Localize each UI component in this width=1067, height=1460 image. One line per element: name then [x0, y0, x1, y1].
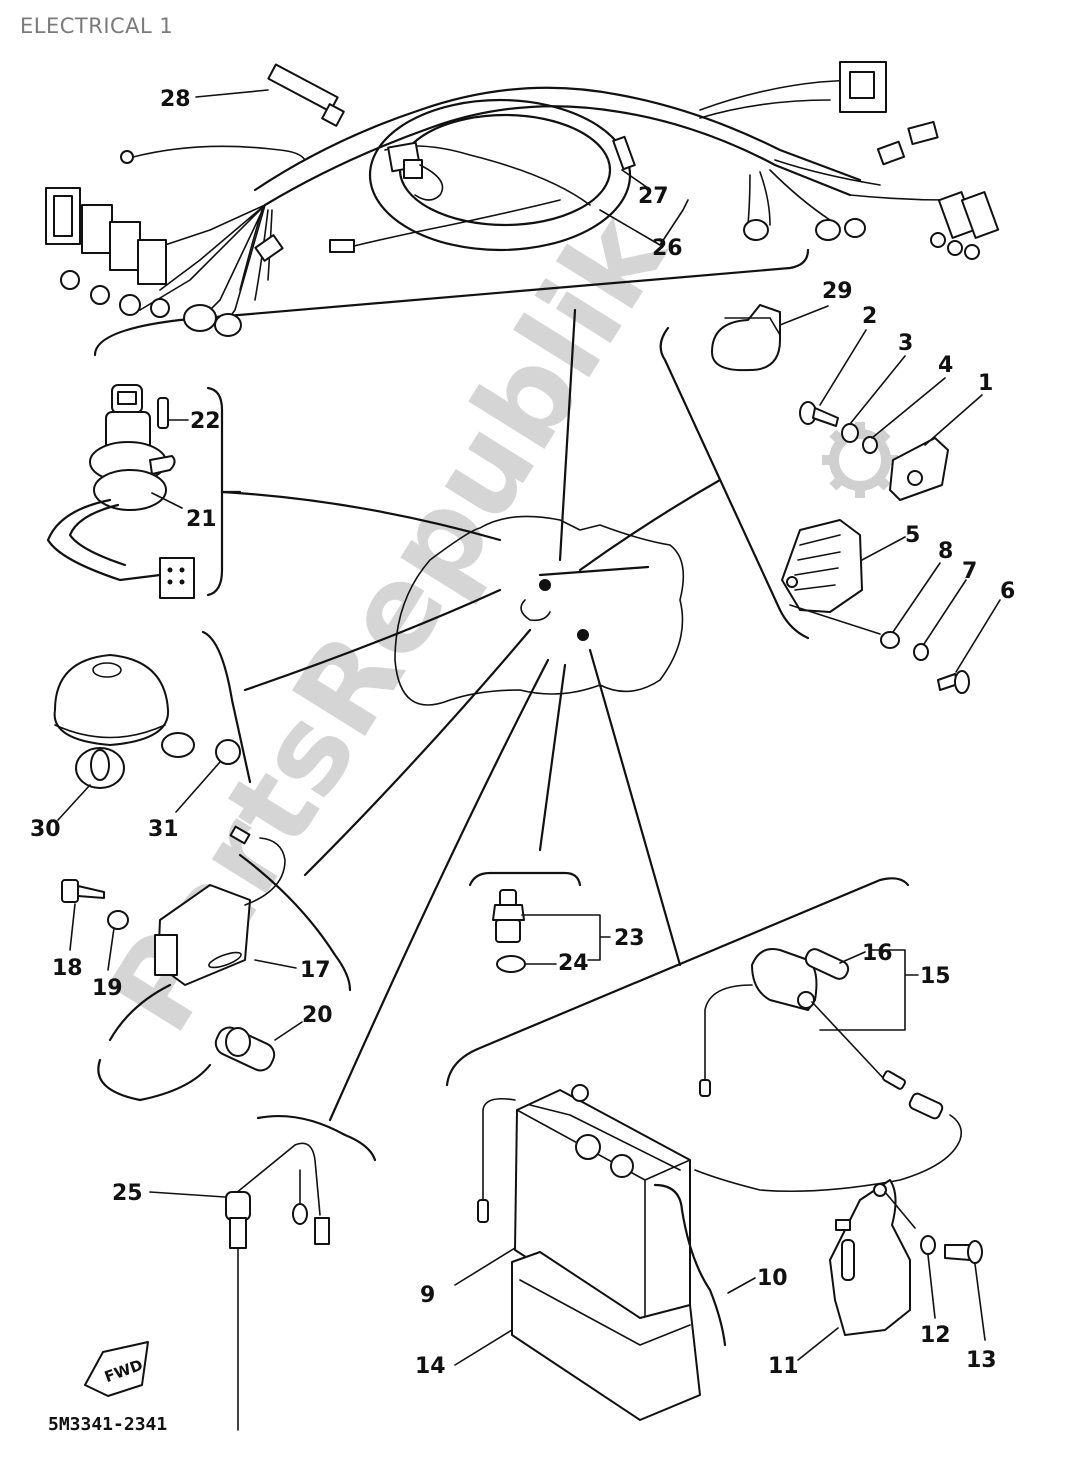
ignition-coil[interactable] — [97, 825, 352, 1102]
fwd-arrow-icon: FWD — [84, 1341, 149, 1397]
washer-4 — [862, 436, 878, 454]
callout-11: 11 — [768, 1354, 799, 1379]
main-switch[interactable] — [46, 384, 242, 599]
callout-7: 7 — [962, 559, 977, 584]
callout-22: 22 — [190, 409, 221, 434]
callout-4: 4 — [938, 353, 953, 378]
callout-2: 2 — [862, 304, 877, 329]
callout-25: 25 — [112, 1181, 143, 1206]
sensor-lead[interactable] — [225, 1115, 377, 1431]
watermark-gear-icon — [822, 422, 898, 498]
group-bracket-right — [659, 326, 810, 640]
callout-14: 14 — [415, 1354, 446, 1379]
battery-bracket[interactable] — [829, 1179, 911, 1336]
horn[interactable] — [53, 630, 252, 789]
bolt-2 — [799, 401, 839, 427]
callout-30: 30 — [30, 817, 61, 842]
fuse-holder[interactable] — [699, 947, 906, 1097]
callout-28: 28 — [160, 87, 191, 112]
washer-3 — [841, 423, 859, 443]
callout-5: 5 — [905, 523, 920, 548]
callout-16: 16 — [862, 941, 893, 966]
callout-3: 3 — [898, 331, 913, 356]
diagram-title: ELECTRICAL 1 — [20, 14, 174, 38]
flasher-relay[interactable] — [711, 304, 781, 372]
callout-17: 17 — [300, 958, 331, 983]
callout-24: 24 — [558, 951, 589, 976]
callout-29: 29 — [822, 279, 853, 304]
battery-group — [445, 877, 910, 1087]
bolt-13 — [944, 1240, 983, 1264]
washer-12 — [920, 1235, 936, 1255]
callout-15: 15 — [920, 964, 951, 989]
washer-8 — [880, 631, 900, 649]
callout-1: 1 — [978, 371, 993, 396]
callout-26: 26 — [652, 236, 683, 261]
callout-10: 10 — [757, 1266, 788, 1291]
callout-18: 18 — [52, 956, 83, 981]
callout-9: 9 — [420, 1283, 435, 1308]
washer-19 — [107, 910, 129, 930]
callout-27: 27 — [638, 184, 669, 209]
callout-20: 20 — [302, 1003, 333, 1028]
fuse-16 — [804, 948, 850, 980]
neutral-switch[interactable] — [468, 871, 582, 973]
callout-21: 21 — [186, 507, 217, 532]
battery-case[interactable] — [511, 1251, 701, 1421]
rectifier-regulator[interactable] — [781, 519, 863, 613]
callout-12: 12 — [920, 1323, 951, 1348]
callout-19: 19 — [92, 976, 123, 1001]
wire-harness[interactable] — [45, 61, 1000, 357]
leader-lines — [220, 308, 722, 1122]
washer-7 — [913, 643, 929, 661]
cdi-unit[interactable] — [889, 437, 949, 501]
callout-6: 6 — [1000, 579, 1015, 604]
bolt-6 — [937, 670, 970, 694]
callout-8: 8 — [938, 539, 953, 564]
callout-23: 23 — [614, 926, 645, 951]
callout-31: 31 — [148, 817, 179, 842]
diagram-code: 5M3341-2341 — [48, 1414, 167, 1435]
callout-13: 13 — [966, 1348, 997, 1373]
bolt-18 — [61, 879, 105, 903]
